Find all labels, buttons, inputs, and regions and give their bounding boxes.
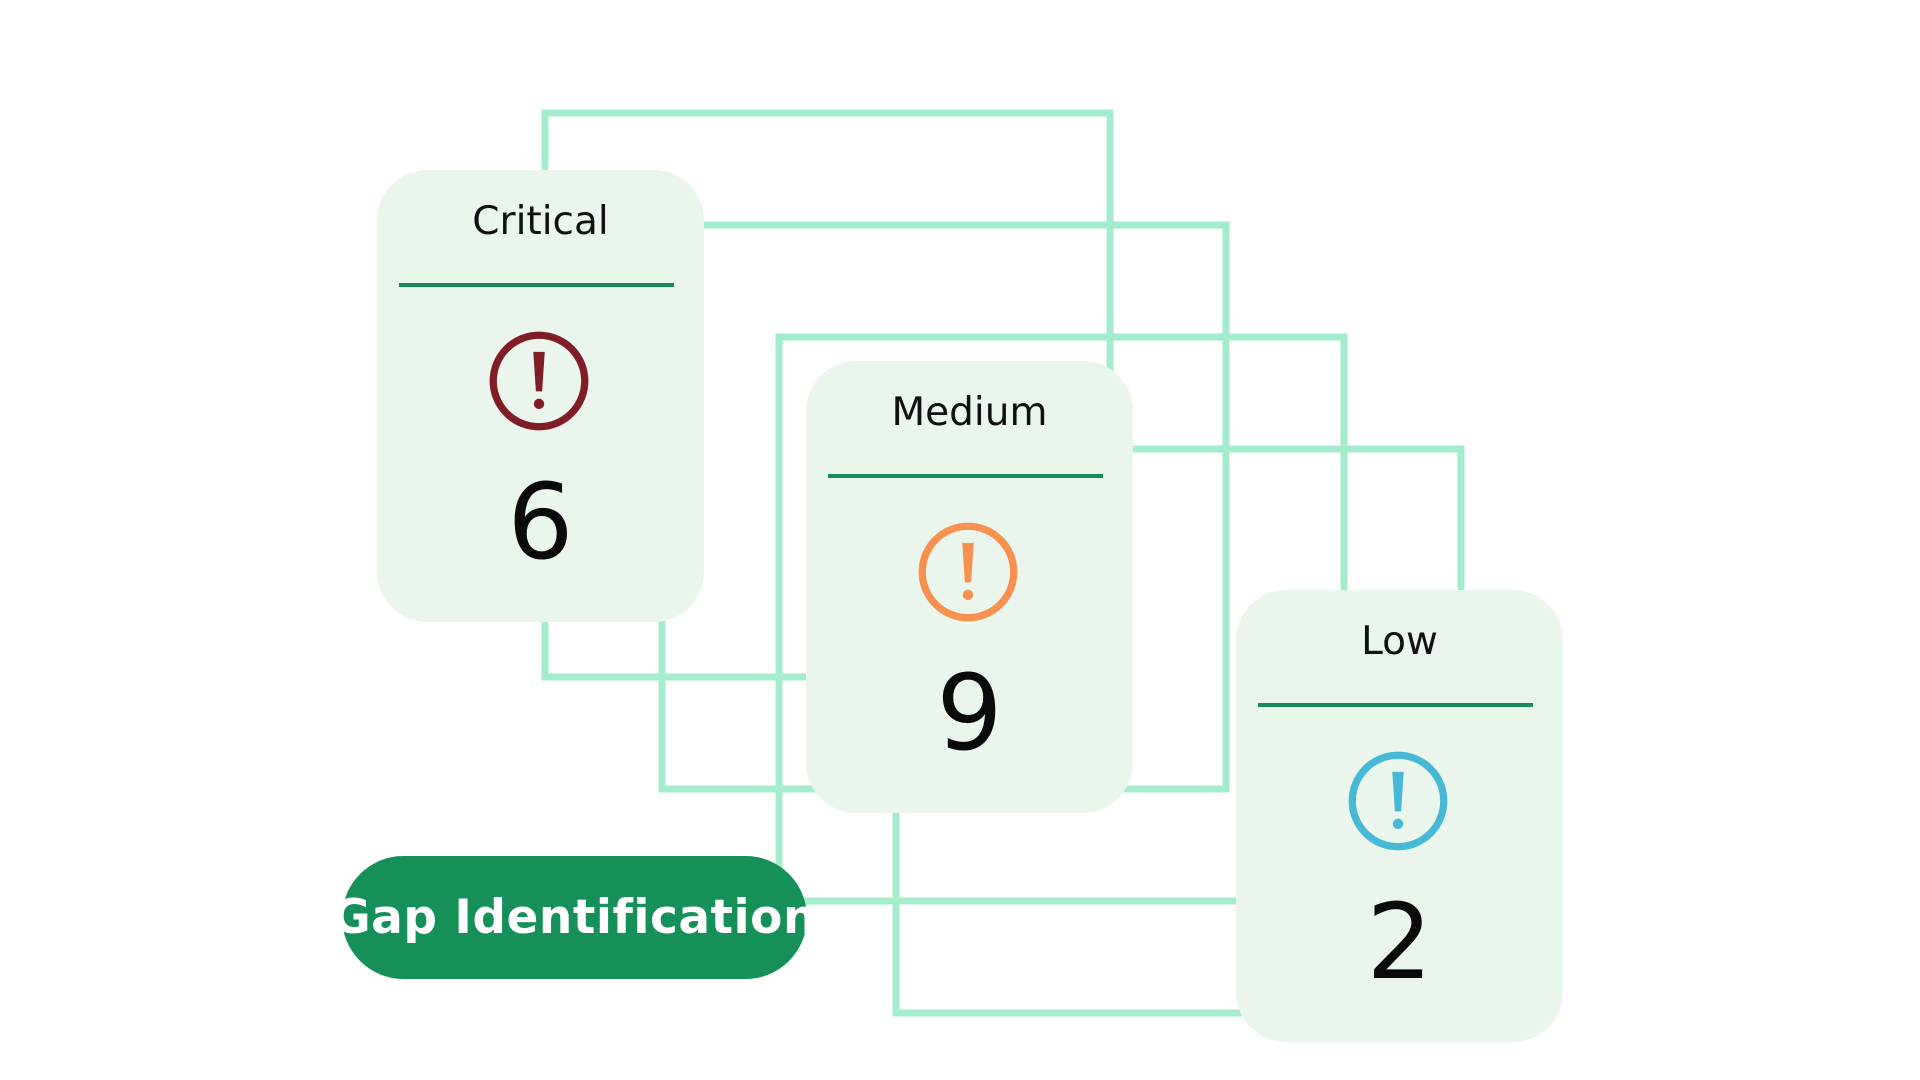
low-card: Low 2 [1236,590,1563,1042]
low-card-title: Low [1361,619,1438,664]
critical-card-count: 6 [507,461,574,583]
low-card-count: 2 [1366,881,1433,1003]
critical-card-divider [399,283,674,287]
critical-card-title: Critical [472,199,609,244]
critical-card: Critical 6 [377,170,704,622]
exclamation-circle-icon [1348,751,1448,851]
gap-identification-label: Gap Identification [332,890,817,945]
medium-card: Medium 9 [806,361,1133,813]
gap-identification-pill: Gap Identification [332,856,816,979]
medium-card-divider [828,474,1103,478]
low-card-divider [1258,703,1533,707]
exclamation-circle-icon [489,331,589,431]
exclamation-circle-icon [918,522,1018,622]
medium-card-title: Medium [891,390,1048,435]
medium-card-count: 9 [936,652,1003,774]
